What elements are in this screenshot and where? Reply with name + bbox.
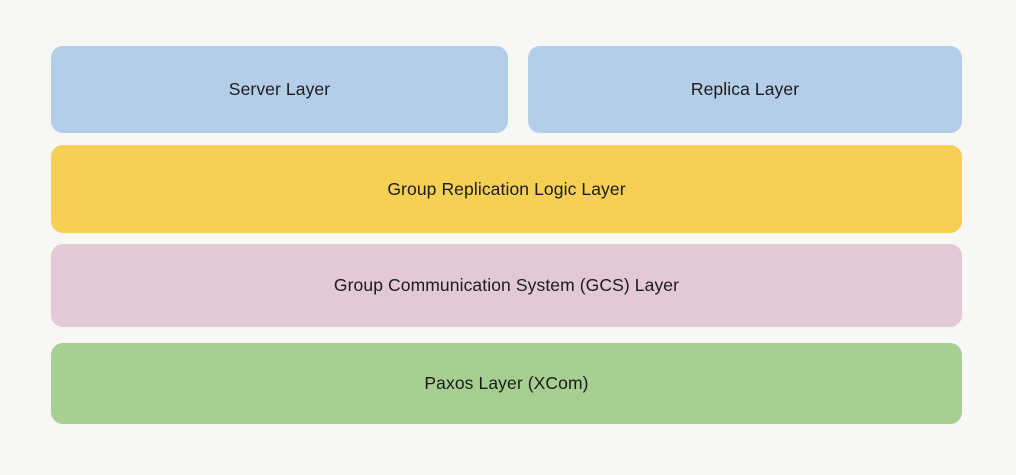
layer-box-replica-layer[interactable]: Replica Layer [528,46,962,133]
layer-box-server-layer[interactable]: Server Layer [51,46,508,133]
layer-box-group-replication-logic-layer[interactable]: Group Replication Logic Layer [51,145,962,233]
diagram-row-paxos: Paxos Layer (XCom) [51,343,962,424]
diagram-row-gcs: Group Communication System (GCS) Layer [51,244,962,327]
layer-box-gcs-layer[interactable]: Group Communication System (GCS) Layer [51,244,962,327]
diagram-row-top: Server Layer Replica Layer [51,46,962,133]
row-spacer [508,46,528,133]
layer-label-paxos-layer: Paxos Layer (XCom) [424,373,589,393]
layer-label-server-layer: Server Layer [228,79,331,99]
layer-label-group-replication-logic-layer: Group Replication Logic Layer [387,178,626,199]
layer-label-gcs-layer: Group Communication System (GCS) Layer [333,275,680,295]
layer-label-replica-layer: Replica Layer [690,79,800,99]
diagram-row-group-replication-logic: Group Replication Logic Layer [51,145,962,233]
layer-box-paxos-layer[interactable]: Paxos Layer (XCom) [51,343,962,424]
